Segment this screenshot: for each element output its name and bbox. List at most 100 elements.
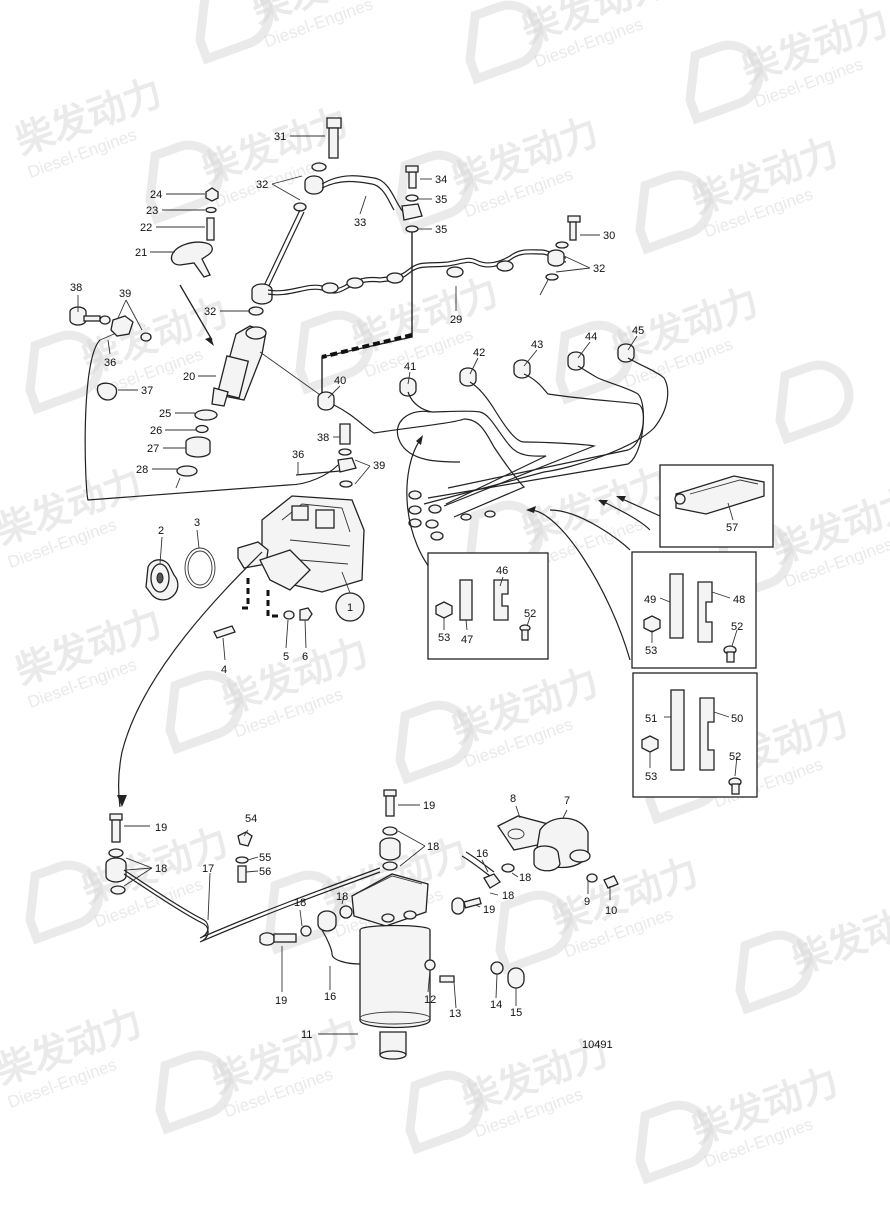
callout-18: 18 (294, 897, 306, 909)
callout-18: 18 (502, 890, 514, 902)
banjo-39 (110, 315, 134, 337)
callout-6: 6 (302, 651, 308, 663)
callout-57: 57 (726, 522, 738, 534)
callout-32: 32 (256, 179, 268, 191)
inset-clamp-48-49 (631, 551, 757, 669)
callout-21: 21 (135, 247, 147, 259)
callout-17: 17 (202, 863, 214, 875)
callout-49: 49 (644, 594, 656, 606)
callout-19: 19 (155, 822, 167, 834)
callout-34: 34 (435, 174, 447, 186)
cap-37 (96, 382, 118, 401)
callout-53: 53 (645, 771, 657, 783)
callout-55: 55 (259, 852, 271, 864)
callout-37: 37 (141, 385, 153, 397)
callout-39: 39 (119, 288, 131, 300)
callout-19: 19 (423, 800, 435, 812)
callout-22: 22 (140, 222, 152, 234)
callout-50: 50 (731, 713, 743, 725)
seal-28 (176, 465, 198, 477)
callout-53: 53 (645, 645, 657, 657)
svg-text:柴发动力: 柴发动力 (786, 889, 890, 982)
callout-19: 19 (275, 995, 287, 1007)
callout-19: 19 (483, 904, 495, 916)
filter-11 (359, 924, 431, 1029)
watermark: 柴发动力 Diesel-Engines (635, 129, 844, 255)
callout-2: 2 (158, 525, 164, 537)
callout-53: 53 (438, 632, 450, 644)
callout-43: 43 (531, 339, 543, 351)
callout-30: 30 (603, 230, 615, 242)
inset-clamp-50-51 (632, 672, 758, 798)
pump-banjo-fitting (295, 423, 357, 488)
callout-12: 12 (424, 994, 436, 1006)
callout-48: 48 (733, 594, 745, 606)
callout-38: 38 (317, 432, 329, 444)
watermark: 柴发动力 Diesel-Engines (145, 99, 354, 225)
watermark: 柴发动力 Diesel-Engines (10, 600, 168, 712)
callout-42: 42 (473, 347, 485, 359)
callout-18: 18 (427, 841, 439, 853)
sleeve-27 (185, 436, 211, 458)
callout-9: 9 (584, 896, 590, 908)
watermark: 柴发动力 Diesel-Engines (25, 289, 234, 415)
injector-assembly (69, 187, 339, 501)
injector-nozzle (211, 387, 229, 407)
washer-26 (195, 424, 209, 434)
callout-32: 32 (593, 263, 605, 275)
callout-44: 44 (585, 331, 597, 343)
callout-25: 25 (159, 408, 171, 420)
watermark: 柴发动力 Diesel-Engines (165, 629, 374, 755)
callout-56: 56 (259, 866, 271, 878)
leader-lines (77, 135, 738, 1035)
callout-1: 1 (347, 602, 353, 614)
inset-cover-57 (659, 464, 774, 548)
watermark: 柴发动力 Diesel-Engines (685, 0, 890, 125)
callout-51: 51 (645, 713, 657, 725)
callout-52: 52 (729, 751, 741, 763)
callout-46: 46 (496, 565, 508, 577)
callout-54: 54 (245, 813, 257, 825)
watermark: 柴发动力 Diesel-Engines (0, 1000, 148, 1112)
callout-39: 39 (373, 460, 385, 472)
callout-41: 41 (404, 361, 416, 373)
callout-11: 11 (301, 1029, 312, 1041)
callout-26: 26 (150, 425, 162, 437)
callout-10: 10 (605, 905, 617, 917)
callout-8: 8 (510, 793, 516, 805)
callout-29: 29 (450, 314, 462, 326)
washer-23 (205, 206, 217, 214)
stud-22 (206, 217, 215, 241)
callout-52: 52 (524, 608, 536, 620)
callout-36: 36 (104, 357, 116, 369)
callout-23: 23 (146, 205, 158, 217)
watermark: 柴发动力 (735, 889, 890, 1015)
callout-labels: 31 32 24 23 22 21 33 34 35 35 30 32 29 3… (70, 131, 745, 1051)
callout-36: 36 (292, 449, 304, 461)
washer-25 (194, 409, 218, 421)
callout-13: 13 (449, 1008, 461, 1020)
callout-31: 31 (274, 131, 286, 143)
watermark: 柴发动力 Diesel-Engines (555, 279, 764, 405)
watermark: 柴发动力 Diesel-Engines (0, 460, 148, 572)
watermark: 柴发动力 Diesel-Engines (195, 0, 404, 65)
callout-16: 16 (476, 848, 488, 860)
callout-14: 14 (490, 999, 502, 1011)
callout-27: 27 (147, 443, 159, 455)
callout-18: 18 (336, 891, 348, 903)
callout-45: 45 (632, 325, 644, 337)
callout-15: 15 (510, 1007, 522, 1019)
callout-16: 16 (324, 991, 336, 1003)
watermark: 柴发动力 Diesel-Engines (155, 1009, 364, 1135)
callout-3: 3 (194, 517, 200, 529)
watermark (775, 360, 854, 445)
watermark: 柴发动力 Diesel-Engines (495, 849, 704, 975)
callout-7: 7 (564, 795, 570, 807)
callout-18: 18 (519, 872, 531, 884)
watermark: 柴发动力 Diesel-Engines (395, 659, 604, 785)
callout-28: 28 (136, 464, 148, 476)
nut-24 (205, 187, 219, 202)
injection-pipes (317, 343, 669, 661)
return-lines (248, 117, 581, 397)
